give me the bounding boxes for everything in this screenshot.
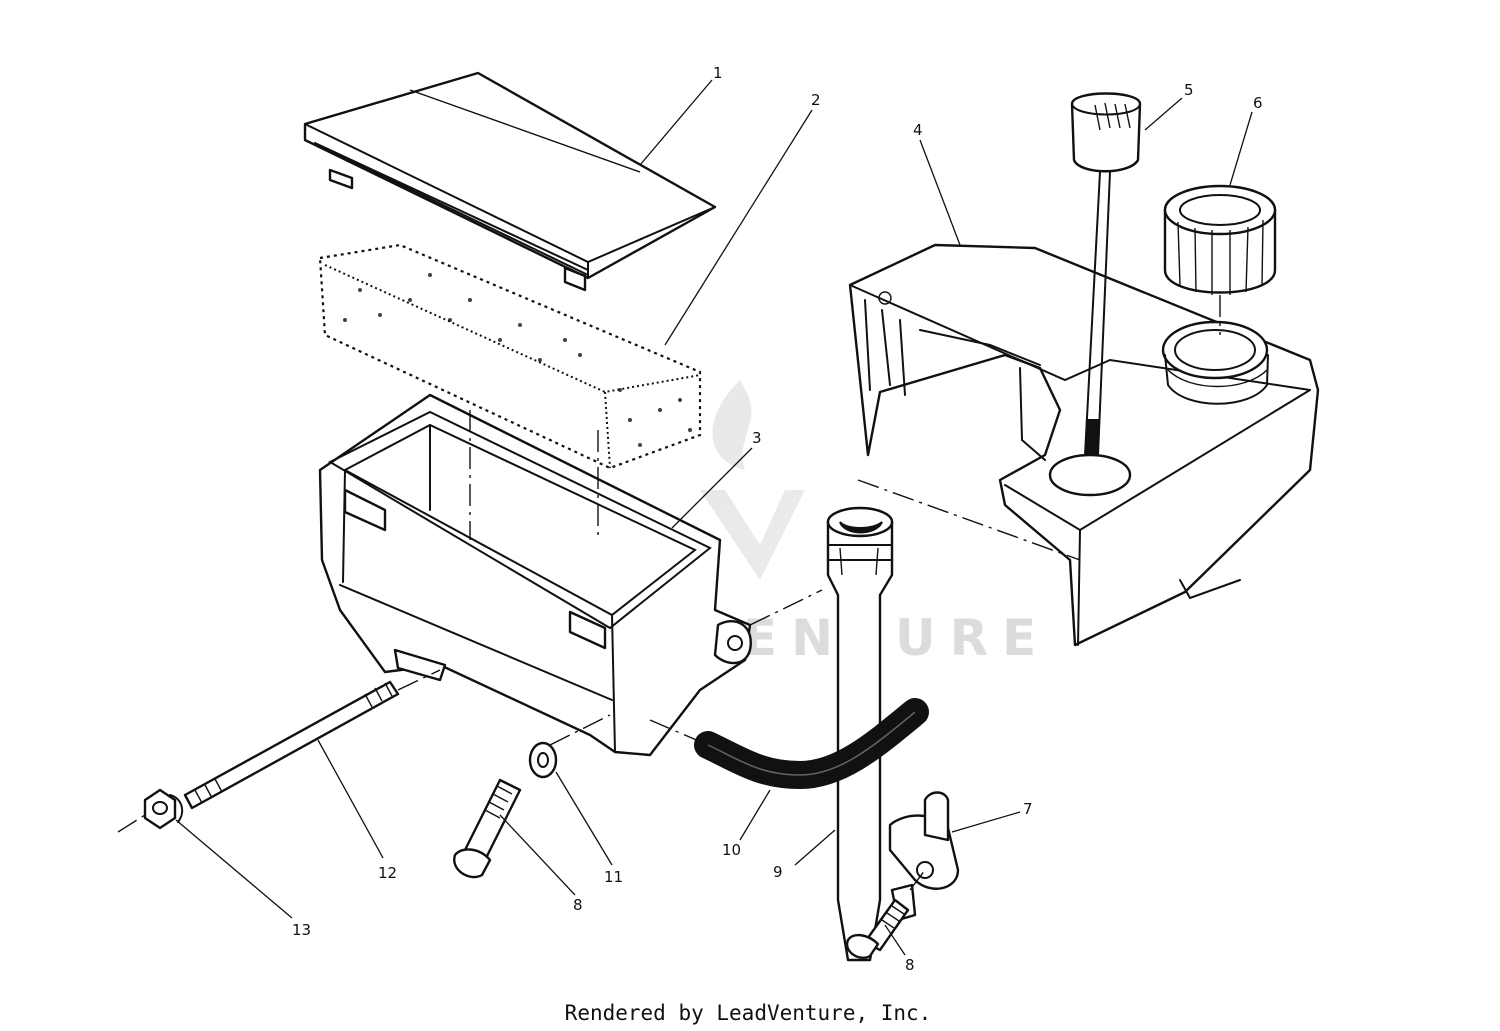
part-12-stud[interactable] — [183, 680, 400, 810]
callout-3: 3 — [752, 429, 762, 447]
part-6-fuel-cap[interactable] — [1048, 184, 1277, 497]
callout-13: 13 — [292, 921, 311, 939]
part-13-nut[interactable] — [143, 788, 184, 830]
callout-9: 9 — [773, 863, 783, 881]
callout-6: 6 — [1253, 94, 1263, 112]
leader-lines — [175, 79, 1253, 956]
part-9-tube[interactable] — [826, 506, 894, 962]
alignment-lines — [117, 410, 1081, 891]
watermark-logo — [700, 380, 805, 580]
part-3-air-cleaner-base[interactable] — [318, 393, 752, 757]
part-5-dipstick[interactable] — [1070, 92, 1183, 463]
part-7-bracket[interactable] — [888, 791, 1021, 922]
part-11-washer[interactable] — [528, 741, 558, 779]
part-2-foam-filter[interactable] — [318, 243, 702, 470]
part-4-housing[interactable] — [848, 243, 1320, 647]
part-8-bolt-right[interactable] — [845, 898, 910, 959]
footer-credit: Rendered by LeadVenture, Inc. — [565, 1001, 932, 1025]
callout-12: 12 — [378, 864, 397, 882]
part-8-bolt-left[interactable] — [453, 778, 522, 879]
callout-8-left: 8 — [573, 896, 583, 914]
callout-1: 1 — [713, 64, 723, 82]
callout-11: 11 — [604, 868, 623, 886]
part-10-hose[interactable] — [694, 698, 929, 790]
part-1-cover[interactable] — [303, 71, 717, 292]
callout-8-right: 8 — [905, 956, 915, 974]
callout-5: 5 — [1184, 81, 1194, 99]
callout-4: 4 — [913, 121, 923, 139]
callout-7: 7 — [1023, 800, 1033, 818]
callout-10: 10 — [722, 841, 741, 859]
callout-2: 2 — [811, 91, 821, 109]
